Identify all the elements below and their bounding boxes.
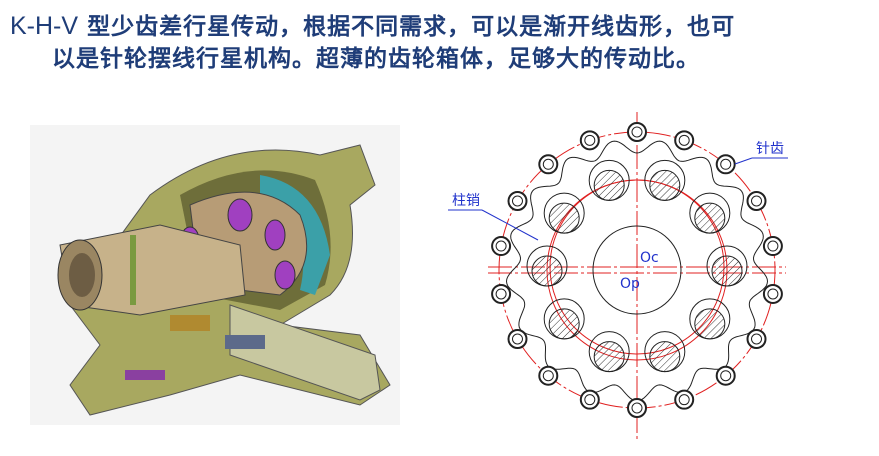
pin-tooth (674, 130, 695, 151)
pin-leader-arrow (481, 209, 539, 241)
pin-tooth (627, 122, 647, 142)
column-pin (548, 202, 580, 234)
pin-tooth (538, 154, 559, 175)
cycloid-pin-wheel-diagram: Oc Op 针齿 柱销 (448, 112, 788, 440)
pin-tooth (491, 236, 512, 257)
center-p-label: Op (620, 276, 640, 292)
pin-tooth (579, 389, 600, 410)
pin-tooth (507, 329, 528, 349)
pin-tooth (538, 365, 559, 386)
slide-title: K-H-V 型少齿差行星传动，根据不同需求，可以是渐开线齿形，也可 以是针轮摆线… (10, 10, 870, 75)
pin-tooth (674, 389, 695, 410)
pin-tooth-inner (767, 240, 779, 252)
pin-tooth-inner (720, 370, 732, 382)
pin-tooth-inner (678, 134, 690, 146)
pin-tooth-inner (511, 333, 523, 345)
pin-tooth-inner (678, 394, 690, 406)
column-pin (649, 169, 681, 201)
pin-tooth-inner (767, 288, 779, 300)
pin-tooth-inner (542, 158, 554, 170)
column-pin (711, 255, 743, 287)
pin-label: 柱销 (452, 193, 480, 209)
pin-tooth (491, 283, 512, 304)
pin-tooth-leader-arrow (734, 157, 753, 165)
pin-tooth-inner (631, 126, 643, 138)
column-pin (694, 202, 726, 234)
title-line2: 以是针轮摆线行星机构。超薄的齿轮箱体，足够大的传动比。 (52, 46, 700, 72)
pin-tooth (715, 154, 736, 175)
column-pin (548, 308, 580, 340)
pin-tooth (746, 329, 767, 349)
column-pin (694, 308, 726, 340)
pin-tooth-inner (495, 288, 507, 300)
column-pin (649, 341, 681, 373)
pin-tooth-inner (631, 402, 643, 414)
center-bore (592, 225, 682, 315)
column-pin (531, 255, 563, 287)
pin-tooth-inner (495, 240, 507, 252)
center-c-label: Oc (640, 250, 659, 266)
pin-tooth (762, 236, 783, 257)
pin-tooth (746, 191, 767, 211)
pin-tooth-inner (584, 134, 596, 146)
pin-tooth-inner (584, 394, 596, 406)
pin-tooth (715, 365, 736, 386)
pin-tooth-inner (720, 158, 732, 170)
gearbox-cutaway-3d-image (30, 125, 400, 425)
pin-tooth (627, 398, 647, 418)
pin-tooth (507, 191, 528, 211)
pin-tooth-inner (751, 333, 763, 345)
column-pin (593, 341, 625, 373)
pin-tooth-label: 针齿 (756, 141, 784, 157)
pin-tooth-inner (751, 195, 763, 207)
pin-tooth (762, 283, 783, 304)
pin-tooth (579, 130, 600, 151)
pin-tooth-inner (511, 195, 523, 207)
pin-tooth-inner (542, 370, 554, 382)
column-pin (593, 169, 625, 201)
title-line1: 型少齿差行星传动，根据不同需求，可以是渐开线齿形，也可 (87, 14, 736, 40)
title-prefix: K-H-V (10, 12, 79, 40)
